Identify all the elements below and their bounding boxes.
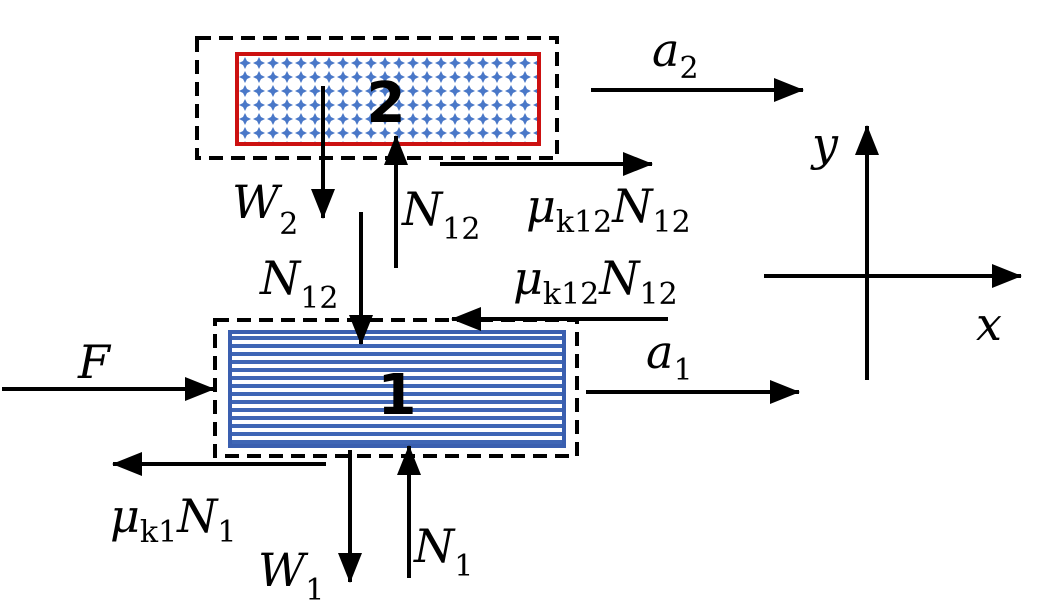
label-mu-k12-N12-lower: μk12N12 — [513, 251, 678, 312]
label-mu-k1-N1: μk1N1 — [110, 489, 237, 550]
label-N12-lower: N12 — [259, 251, 338, 316]
block-2-number: 2 — [367, 71, 406, 136]
label-a1: a1 — [646, 325, 693, 388]
block-1-system-boundary — [213, 318, 579, 458]
label-a2: a2 — [652, 23, 699, 86]
label-N12-upper: N12 — [401, 182, 480, 247]
axis-y-label: y — [810, 117, 839, 171]
label-W1: W1 — [258, 543, 324, 608]
block-2: 2 — [195, 36, 559, 160]
label-N1: N1 — [413, 519, 473, 584]
force-arrows — [2, 78, 804, 583]
coordinate-axes: x y — [764, 117, 1022, 380]
force-labels: a2 W2 N12 μk12N12 N12 μk12N12 F a1 μk1N1… — [77, 23, 699, 608]
label-mu-k12-N12-upper: μk12N12 — [526, 179, 691, 240]
block-1-number: 1 — [378, 363, 417, 428]
label-W2: W2 — [232, 175, 298, 242]
block-1-body — [228, 330, 566, 448]
axis-x-label: x — [976, 297, 1002, 351]
label-F: F — [77, 335, 112, 389]
block-2-system-boundary — [195, 36, 559, 160]
block-1: 1 — [213, 318, 579, 458]
